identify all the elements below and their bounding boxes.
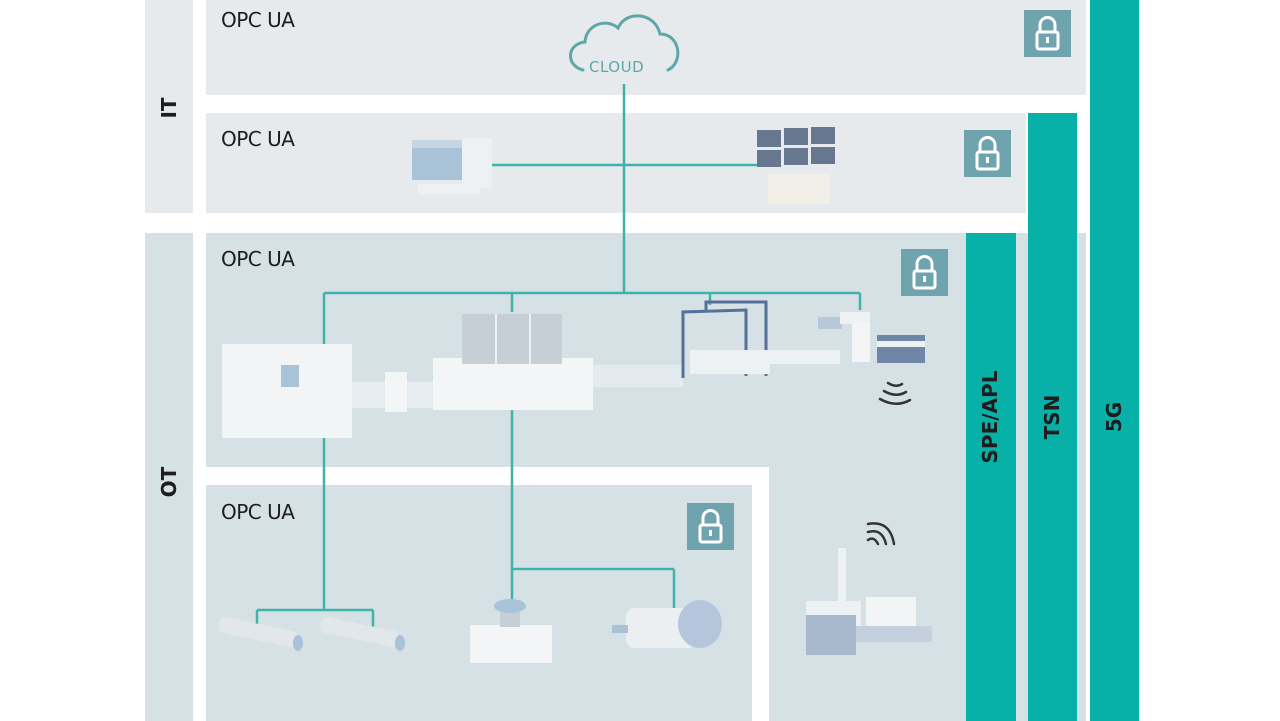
lock-icon-field-layer [687,503,734,550]
network-bar-tsn [1028,113,1077,721]
workstation-icon [412,138,492,194]
gantry-icon [681,300,768,378]
emergency-stop-icon [470,599,552,663]
electric-motor-icon [612,600,722,648]
wireless-signal-icon [878,381,912,405]
cloud-icon [569,14,680,72]
production-line-icon [222,300,925,438]
robot-arm-icon [818,312,925,363]
it-layer-protocol: OPC UA [221,127,295,151]
it-layer-panel [206,113,1026,213]
field-layer-protocol: OPC UA [221,500,295,524]
cloud-layer-protocol: OPC UA [221,8,295,32]
lock-icon-it-layer [964,130,1011,177]
sensor-1-icon [218,616,303,651]
control-room-icon [757,127,835,204]
lock-icon-cloud-layer [1024,10,1071,57]
production-layer-protocol: OPC UA [221,247,295,271]
field-layer-panel [206,485,752,721]
ot-domain-strip [145,233,193,721]
it-domain-strip [145,0,193,213]
agv-robot-icon [806,548,932,655]
assembly-cell-icon [433,358,593,410]
network-bar-5g [1090,0,1139,721]
network-bar-spe-apl [966,233,1016,721]
machine-tool-icon [222,344,352,438]
sensor-2-icon [320,616,405,651]
agv-wireless-signal-icon [866,522,896,546]
cloud-label: CLOUD [589,58,645,76]
lock-icon-production-layer [901,249,948,296]
